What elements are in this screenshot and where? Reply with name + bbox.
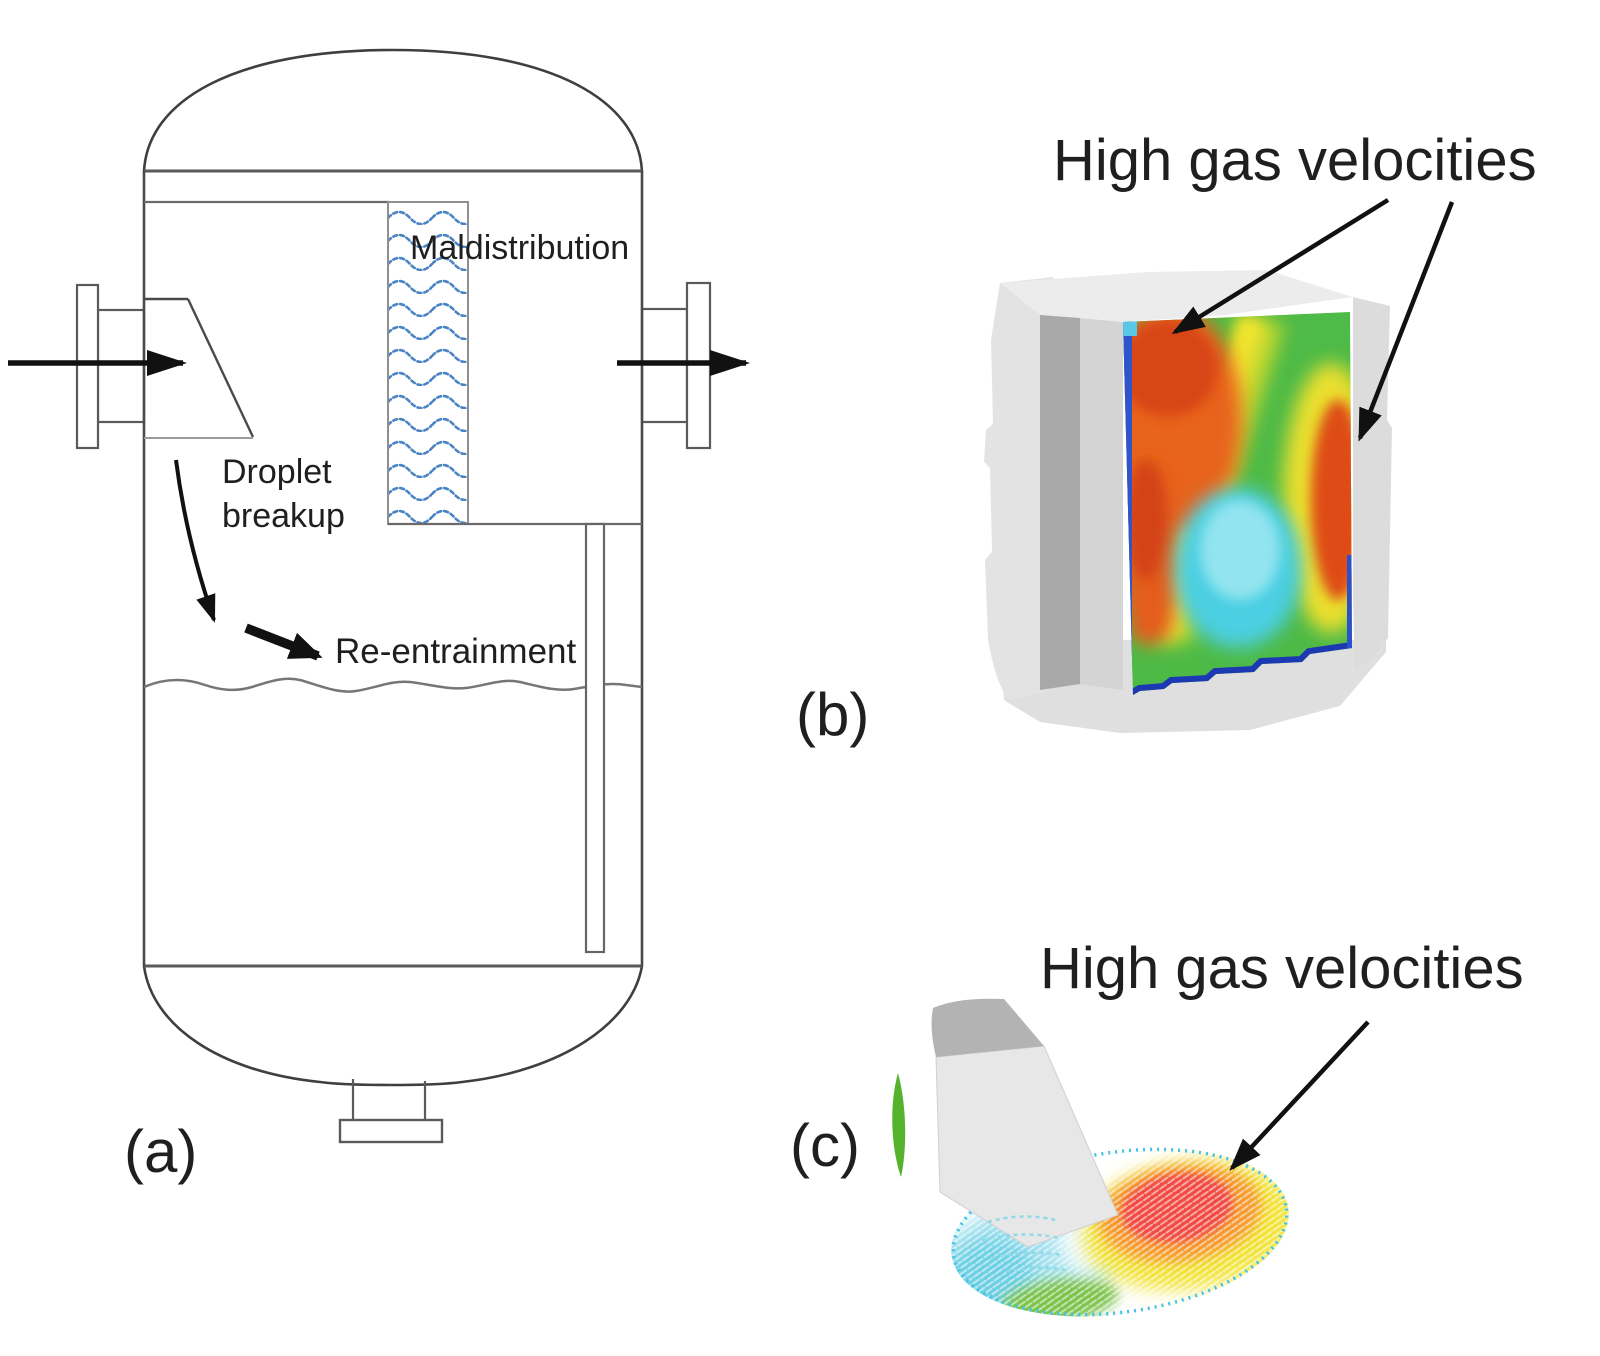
panel-b-annotation-arrow-left xyxy=(1171,198,1390,335)
panel-b-gray-box xyxy=(984,270,1392,733)
droplet-breakup-label-line1: Droplet xyxy=(222,453,332,491)
inlet-nozzle-neck xyxy=(96,308,146,424)
box-left-slab xyxy=(984,277,1053,700)
droplet-breakup-label-line2: breakup xyxy=(222,497,345,535)
re-entrainment-arrow xyxy=(244,623,323,661)
standpipe xyxy=(584,522,606,954)
box-inner-dark-wall xyxy=(1040,315,1080,690)
panel-b-cfd-contour: High gas velocities (b) xyxy=(796,128,1537,748)
box-top-rim xyxy=(1000,270,1353,322)
vector-disc-outline xyxy=(951,1147,1289,1317)
velocity-contour-slice xyxy=(1123,312,1352,695)
green-inlet-streak xyxy=(892,1073,906,1177)
re-entrainment-label: Re-entrainment xyxy=(335,632,576,671)
panel-c-label: (c) xyxy=(790,1112,860,1179)
inlet-duct xyxy=(931,998,1119,1248)
inlet-duct-front-face xyxy=(935,1045,1119,1248)
droplet-breakup-arrow xyxy=(174,459,216,623)
vessel-bottom-head xyxy=(142,965,644,1087)
inlet-baffle xyxy=(144,297,255,439)
mesh-pad xyxy=(387,201,469,525)
box-right-slab xyxy=(1353,297,1392,670)
liquid-surface-line xyxy=(143,677,643,693)
vessel-top-head xyxy=(142,48,644,173)
panel-b-annotation-arrow-right xyxy=(1357,201,1455,442)
box-inner-mid-face xyxy=(1080,318,1123,690)
inlet-nozzle-flange xyxy=(75,283,100,450)
inlet-duct-top-face xyxy=(931,998,1044,1057)
panel-c-title: High gas velocities xyxy=(1040,936,1524,1001)
bottom-nozzle xyxy=(338,1079,444,1144)
panel-a-vessel-schematic: Maldistribution Droplet breakup Re-entra… xyxy=(8,48,750,1185)
panel-a-label: (a) xyxy=(124,1118,197,1185)
panel-b-label: (b) xyxy=(796,681,869,748)
panel-c-cfd-vectors: High gas velocities (c) xyxy=(790,936,1524,1337)
panel-c-annotation-arrow xyxy=(1229,1020,1370,1171)
maldistribution-label: Maldistribution xyxy=(410,229,629,267)
panel-b-title: High gas velocities xyxy=(1053,128,1537,193)
vector-overlap-dashes xyxy=(981,1215,1067,1274)
